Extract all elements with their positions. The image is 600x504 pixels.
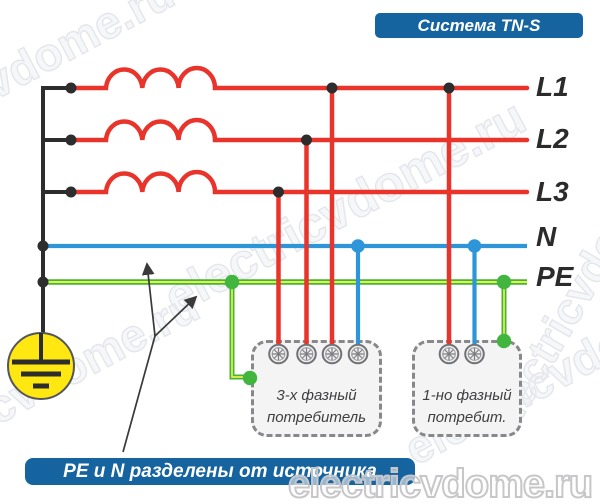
phase-l1-wire: [73, 65, 530, 91]
consumer-label-line1: 1-но фазный: [422, 387, 512, 404]
source-bus: [41, 86, 66, 362]
wire-label-l1: L1: [536, 71, 569, 102]
terminal-icon: [268, 343, 289, 365]
terminal-icon: [464, 343, 485, 365]
wire-label-l3: L3: [536, 176, 569, 207]
consumer-label-line2: потребитель: [266, 408, 367, 426]
diagram-title: Система TN-S: [417, 15, 541, 35]
wire-label-l2: L2: [536, 123, 569, 154]
ground-icon: [7, 332, 75, 400]
junction-dots: [37, 82, 512, 386]
wire-label-pe: PE: [536, 261, 574, 292]
consumer-label-line2: потребит.: [427, 408, 507, 426]
phase-l3-wire: [73, 169, 530, 195]
consumer-label-line1: 3-х фазный: [276, 387, 357, 404]
terminal-icon: [296, 343, 317, 365]
terminal-icon: [321, 343, 343, 365]
caption-badge: PE и N разделены от источника: [25, 458, 415, 485]
terminal-icon: [438, 343, 460, 365]
annotation-arrows: [122, 262, 198, 453]
phase-drop-wires: [276, 88, 452, 345]
terminal-icons: [268, 343, 485, 365]
terminal-icon: [347, 343, 369, 365]
title-badge: Система TN-S: [375, 13, 583, 38]
phase-l2-wire: [73, 117, 530, 143]
wire-label-n: N: [536, 221, 557, 252]
pe-drop-wires: [229, 282, 507, 380]
neutral-drop-wires: [355, 246, 477, 345]
caption-text: PE и N разделены от источника: [63, 460, 377, 482]
